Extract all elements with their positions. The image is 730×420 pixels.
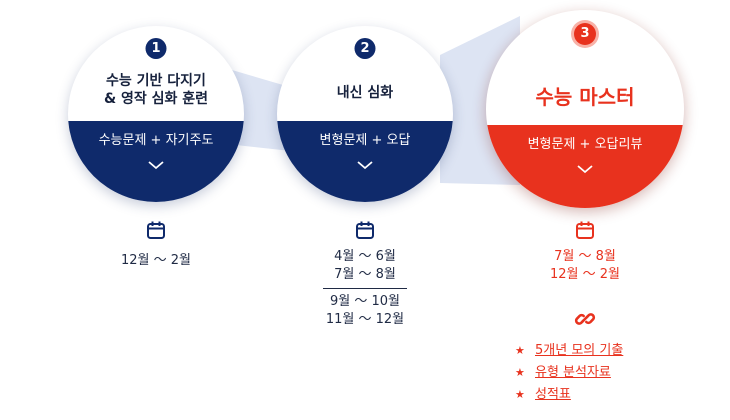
chevron-down-icon[interactable] <box>576 163 594 175</box>
step-3-band: 변형문제 + 오답리뷰 <box>486 125 684 208</box>
period-range: 9월 ～ 10월 <box>330 294 400 309</box>
step-2-title: 내신 심화 <box>336 85 394 101</box>
calendar-icon <box>576 221 594 239</box>
period-range: 11월 ～ 12월 <box>325 312 405 327</box>
step-1-number-badge: 1 <box>145 38 167 59</box>
resource-list: ★ 5개년 모의 기출 ★ 유형 분석자료 ★ 성적표 <box>515 340 623 406</box>
step-1-schedule: 12월 ～ 2월 <box>88 220 224 270</box>
period-group-first-semester: 4월 ～ 6월 7월 ～ 8월 <box>297 248 433 284</box>
star-icon: ★ <box>515 344 525 357</box>
period-range: 12월 ～ 2월 <box>550 267 620 282</box>
resource-item[interactable]: ★ 유형 분석자료 <box>515 362 623 384</box>
period-range: 7월 ～ 8월 <box>334 267 396 282</box>
step-2-schedule: 4월 ～ 6월 7월 ～ 8월 9월 ～ 10월 11월 ～ 12월 <box>297 220 433 329</box>
period-range: 4월 ～ 6월 <box>334 249 396 264</box>
step-3-band-label: 변형문제 + 오답리뷰 <box>527 137 643 152</box>
calendar-icon <box>356 221 374 239</box>
step-2-card[interactable]: 2 내신 심화 변형문제 + 오답 <box>277 26 453 202</box>
step-3-number-badge: 3 <box>574 23 596 45</box>
step-3-schedule: 7월 ～ 8월 12월 ～ 2월 ★ 5개년 모의 기출 ★ 유형 분석자료 ★ 성적… <box>515 220 655 402</box>
calendar-icon <box>147 221 165 239</box>
resource-link-report-card[interactable]: 성적표 <box>535 387 571 402</box>
step-1-title: 수능 기반 다지기 & 영작 심화 훈련 <box>68 72 244 108</box>
step-3-card[interactable]: 3 수능 마스터 변형문제 + 오답리뷰 <box>486 10 684 208</box>
period-group-second-semester: 9월 ～ 10월 11월 ～ 12월 <box>297 293 433 329</box>
resource-item[interactable]: ★ 성적표 <box>515 384 623 406</box>
star-icon: ★ <box>515 388 525 401</box>
step-1-band-label: 수능문제 + 자기주도 <box>98 133 214 148</box>
resource-link-type-analysis[interactable]: 유형 분석자료 <box>535 365 611 380</box>
period-range: 7월 ～ 8월 <box>554 249 616 264</box>
resource-item[interactable]: ★ 5개년 모의 기출 <box>515 340 623 362</box>
chevron-down-icon[interactable] <box>356 159 374 171</box>
step-2-band: 변형문제 + 오답 <box>277 121 453 202</box>
chevron-down-icon[interactable] <box>147 159 165 171</box>
step-1-title-line2: & 영작 심화 훈련 <box>103 91 209 107</box>
star-icon: ★ <box>515 366 525 379</box>
step-2-band-label: 변형문제 + 오답 <box>319 133 411 148</box>
step-2-number-badge: 2 <box>354 38 376 59</box>
step-1-band: 수능문제 + 자기주도 <box>68 121 244 202</box>
period-group: 7월 ～ 8월 12월 ～ 2월 <box>515 248 655 284</box>
step-1-card[interactable]: 1 수능 기반 다지기 & 영작 심화 훈련 수능문제 + 자기주도 <box>68 26 244 202</box>
step-1-title-line1: 수능 기반 다지기 <box>106 73 206 89</box>
resource-link-mock-exams[interactable]: 5개년 모의 기출 <box>535 343 624 358</box>
period-divider <box>323 288 407 289</box>
period-range: 12월 ～ 2월 <box>121 253 191 268</box>
step-3-title: 수능 마스터 <box>535 85 635 109</box>
link-icon <box>574 313 596 325</box>
